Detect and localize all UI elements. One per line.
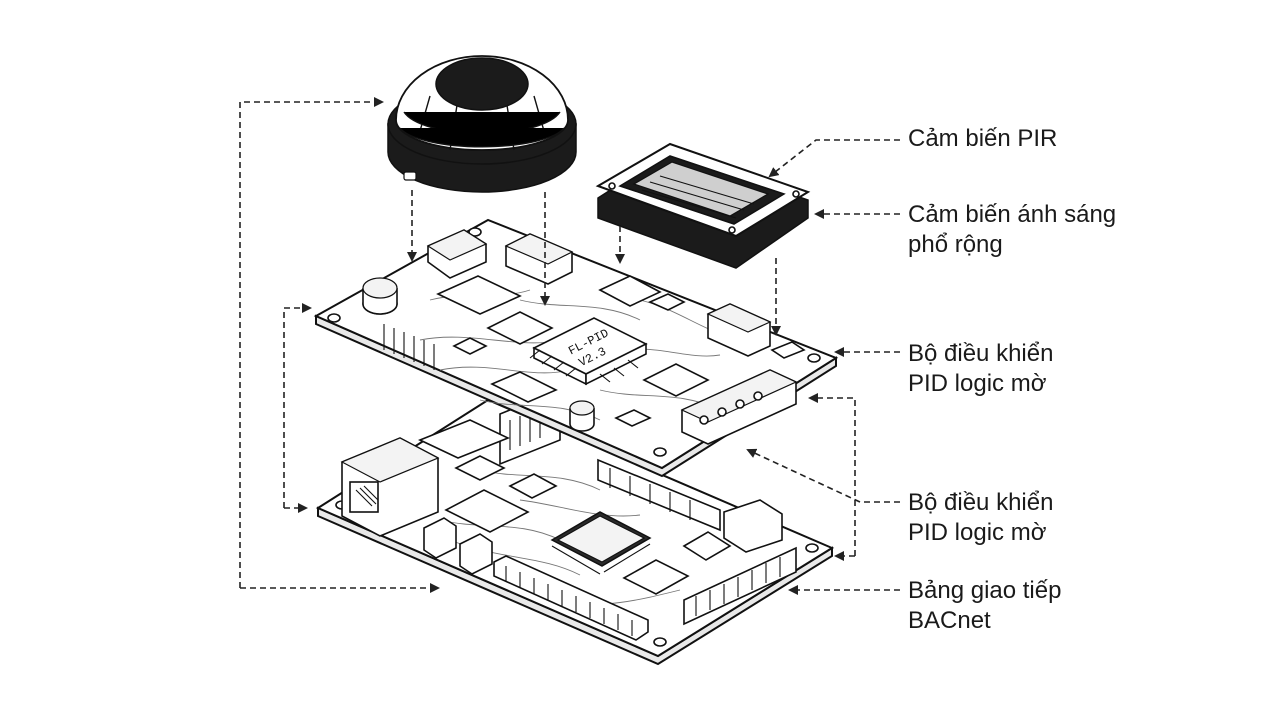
- terminal-block-front: [493, 555, 649, 641]
- main-processor-chip: [550, 511, 652, 575]
- label-pir-sensor: Cảm biến PIR: [908, 124, 1057, 154]
- label-pir-line1: Cảm biến PIR: [908, 125, 1058, 152]
- capacitor-lower: [569, 400, 595, 432]
- label-broad-spectrum-light-sensor: Cảm biến ánh sáng phổ rộng: [908, 200, 1116, 260]
- label-pid1-line2: PID logic mờ: [908, 370, 1047, 397]
- label-fuzzy-pid-controller-upper: Bộ điều khiển PID logic mờ: [908, 339, 1053, 399]
- terminal-block-right: [683, 546, 797, 626]
- label-pid1-line1: Bộ điều khiển: [908, 340, 1054, 367]
- bacnet-interface-board: [315, 398, 835, 666]
- rj45-jack: [340, 437, 440, 537]
- leader-lines: [239, 97, 900, 595]
- dip-switch: [426, 229, 488, 279]
- label-bacnet-line1: Bảng giao tiếp: [908, 577, 1062, 604]
- label-fuzzy-pid-controller-lower: Bộ điều khiển PID logic mờ: [908, 488, 1053, 548]
- pir-sensor-dome: [387, 55, 577, 193]
- label-pid2-line2: PID logic mờ: [908, 519, 1047, 546]
- light-sensor-module: [595, 142, 811, 269]
- label-light-line1: Cảm biến ánh sáng: [908, 201, 1117, 228]
- pid-terminal-block: [680, 369, 798, 445]
- fl-pid-main-chip: FL-PID V2.3: [529, 317, 648, 386]
- label-light-line2: phổ rộng: [908, 231, 1003, 258]
- label-pid2-line1: Bộ điều khiển: [908, 489, 1054, 516]
- pid-controller-board: FL-PID V2.3: [313, 218, 839, 478]
- capacitor-left: [362, 277, 398, 315]
- label-bacnet-interface-board: Bảng giao tiếp BACnet: [908, 576, 1061, 636]
- label-bacnet-line2: BACnet: [908, 607, 991, 634]
